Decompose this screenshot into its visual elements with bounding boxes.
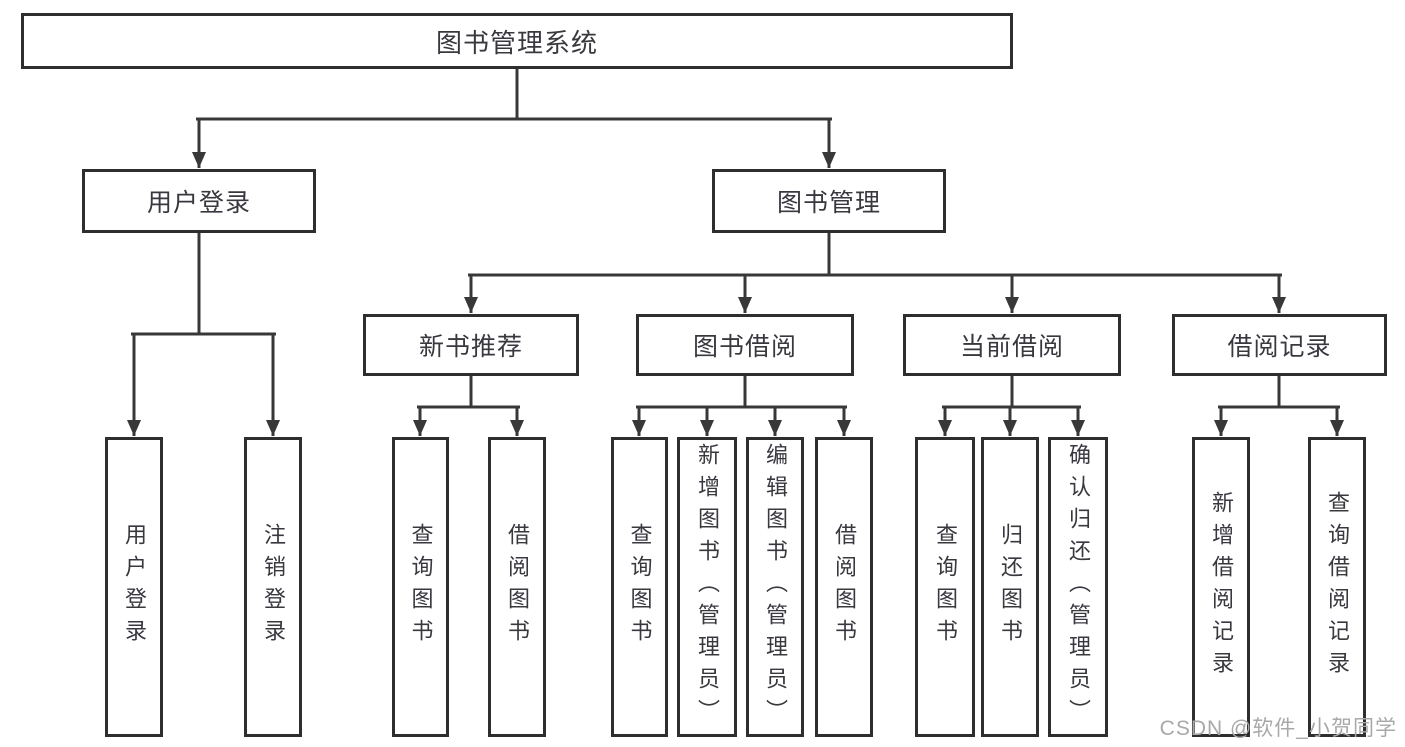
leaf-query-borrow-record: 查询借阅记录 (1308, 437, 1366, 737)
node-system-root: 图书管理系统 (21, 13, 1013, 69)
leaf-label: 用户登录 (122, 523, 147, 651)
leaf-confirm-return-admin: 确认归还（管理员） (1048, 437, 1108, 737)
node-current-borrow: 当前借阅 (903, 314, 1121, 376)
csdn-watermark: CSDN @软件_小贺同学 (1159, 717, 1397, 740)
node-new-book-recommend: 新书推荐 (363, 314, 579, 376)
leaf-borrow-book-recommend: 借阅图书 (488, 437, 546, 737)
leaf-logout: 注销登录 (244, 437, 302, 737)
leaf-query-book-current: 查询图书 (915, 437, 975, 737)
leaf-query-book-borrow: 查询图书 (611, 437, 668, 737)
node-user-login: 用户登录 (82, 169, 316, 233)
leaf-label: 注销登录 (261, 523, 286, 651)
leaf-label: 新增图书（管理员） (695, 443, 720, 731)
leaf-borrow-book: 借阅图书 (815, 437, 873, 737)
node-book-management: 图书管理 (712, 169, 946, 233)
node-book-borrow: 图书借阅 (636, 314, 854, 376)
leaf-label: 新增借阅记录 (1209, 491, 1234, 683)
leaf-add-book-admin: 新增图书（管理员） (677, 437, 737, 737)
leaf-label: 编辑图书（管理员） (763, 443, 788, 731)
leaf-label: 确认归还（管理员） (1066, 443, 1091, 731)
leaf-user-login: 用户登录 (105, 437, 163, 737)
leaf-query-book-recommend: 查询图书 (392, 437, 449, 737)
leaf-return-book: 归还图书 (981, 437, 1039, 737)
leaf-add-borrow-record: 新增借阅记录 (1192, 437, 1250, 737)
leaf-label: 查询借阅记录 (1325, 491, 1350, 683)
leaf-label: 查询图书 (933, 523, 958, 651)
leaf-label: 归还图书 (998, 523, 1023, 651)
leaf-label: 借阅图书 (832, 523, 857, 651)
leaf-label: 查询图书 (627, 523, 653, 651)
leaf-label: 借阅图书 (505, 523, 530, 651)
leaf-label: 查询图书 (408, 523, 434, 651)
node-borrow-records: 借阅记录 (1172, 314, 1387, 376)
leaf-edit-book-admin: 编辑图书（管理员） (746, 437, 804, 737)
